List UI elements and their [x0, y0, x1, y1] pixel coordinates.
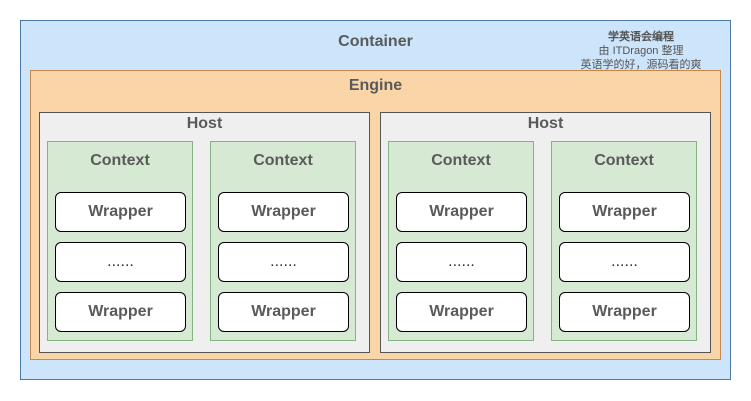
engine-label: Engine [348, 77, 403, 94]
wrapper-ellipsis-box: ...... [396, 242, 527, 282]
context-label: Context [594, 152, 654, 169]
context-box: Context Wrapper ...... Wrapper [210, 141, 356, 341]
wrapper-box: Wrapper [396, 192, 527, 232]
wrapper-box: Wrapper [559, 192, 690, 232]
context-box: Context Wrapper ...... Wrapper [388, 141, 534, 341]
context-box: Context Wrapper ...... Wrapper [47, 141, 193, 341]
note-author: 由 ITDragon 整理 [598, 45, 684, 57]
wrapper-box: Wrapper [55, 192, 186, 232]
wrapper-ellipsis-box: ...... [559, 242, 690, 282]
wrapper-ellipsis-box: ...... [218, 242, 349, 282]
wrapper-box: Wrapper [55, 292, 186, 332]
author-note: 学英语会编程 由 ITDragon 整理 英语学的好，源码看的爽 [566, 30, 716, 72]
context-label: Context [431, 152, 491, 169]
wrapper-box: Wrapper [218, 292, 349, 332]
note-slogan: 英语学的好，源码看的爽 [580, 59, 702, 71]
wrapper-ellipsis-box: ...... [55, 242, 186, 282]
wrapper-box: Wrapper [559, 292, 690, 332]
note-title: 学英语会编程 [608, 31, 674, 43]
context-label: Context [90, 152, 150, 169]
wrapper-box: Wrapper [396, 292, 527, 332]
host-label: Host [527, 115, 564, 132]
container-label: Container [338, 33, 413, 50]
context-label: Context [253, 152, 313, 169]
host-box: Host Context Wrapper ...... Wrapper Cont… [39, 112, 370, 353]
host-label: Host [186, 115, 223, 132]
wrapper-box: Wrapper [218, 192, 349, 232]
context-box: Context Wrapper ...... Wrapper [551, 141, 697, 341]
host-box: Host Context Wrapper ...... Wrapper Cont… [380, 112, 711, 353]
